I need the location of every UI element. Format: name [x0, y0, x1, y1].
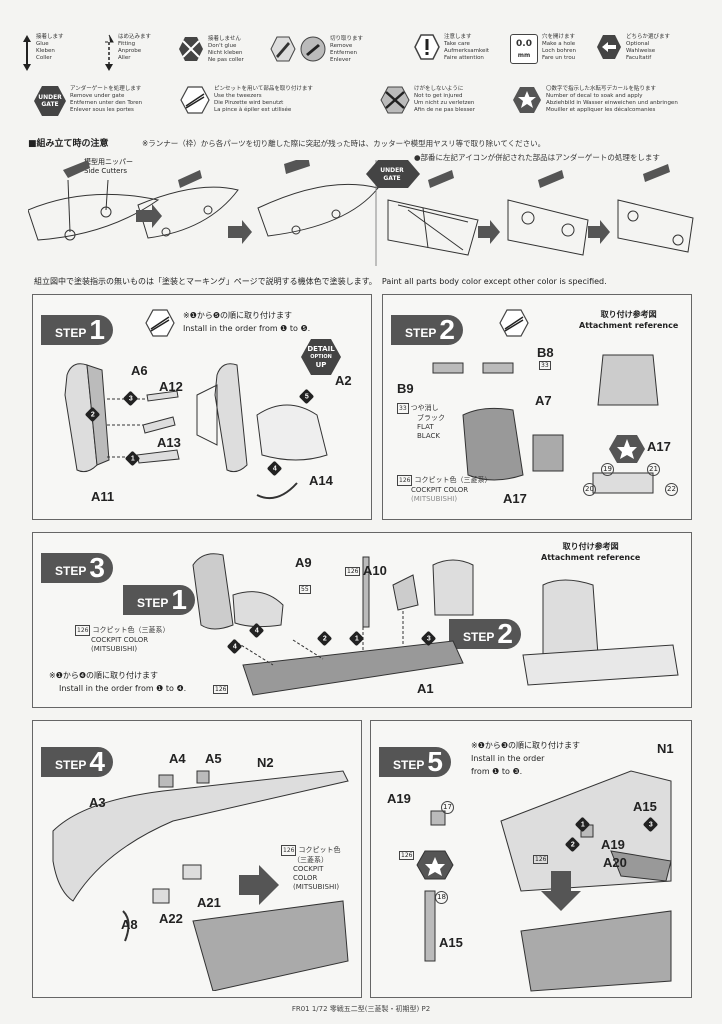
step3-part-a9: A9	[295, 555, 312, 570]
step2-part-b9: B9	[397, 381, 414, 396]
glue-arrow-icon	[23, 35, 31, 71]
paint-note: 組立図中で塗装指示の無いものは「塗装とマーキング」ページで説明する機体色で塗装し…	[34, 277, 607, 286]
step4-part-n2: N2	[257, 755, 274, 770]
runner-cut-icon	[300, 36, 326, 62]
page-footer: FR01 1/72 零戦五二型(三菱製・初期型) P2	[291, 1005, 431, 1013]
step1-part-a13: A13	[157, 435, 181, 450]
svg-text:GATE: GATE	[383, 175, 400, 182]
step5-part-a15-left: A15	[439, 935, 463, 950]
step3-part-a10: A10	[363, 563, 387, 578]
decal-19: 19	[601, 463, 614, 476]
tweezers-icon	[180, 86, 210, 114]
step1-part-a2: A2	[335, 373, 352, 388]
caution-title: ■組み立て時の注意	[28, 139, 109, 149]
step3-code-55: 55	[299, 585, 311, 594]
step5-part-a20: A20	[603, 855, 627, 870]
step5-code-126-b: 126	[533, 855, 549, 864]
step2-part-a17-right: A17	[647, 439, 671, 454]
decal-21: 21	[647, 463, 660, 476]
cutter-icon	[270, 36, 296, 62]
step4-part-a8: A8	[121, 917, 138, 932]
decal-18: 18	[435, 891, 448, 904]
step1-illustration	[64, 363, 328, 499]
step2-part-a17-bottom: A17	[503, 491, 527, 506]
step2-b8-color: 33	[539, 361, 551, 370]
step1-part-a6: A6	[131, 363, 148, 378]
step5-part-a19-right: A19	[601, 837, 625, 852]
step5-part-n1: N1	[657, 741, 674, 756]
tweezers-icon	[499, 309, 529, 337]
decal-20: 20	[583, 483, 596, 496]
step3-illustration	[192, 553, 679, 696]
optional-icon	[597, 35, 621, 59]
no-glue-icon	[179, 37, 203, 61]
step2-illustration	[432, 354, 659, 494]
step3-code-126-a: 126	[345, 567, 361, 576]
caution-text: ※ランナー（枠）から各パーツを切り離した際に突起が残った時は、カッターや模型用ヤ…	[142, 139, 546, 148]
step4-part-a5: A5	[205, 751, 222, 766]
step2-part-b8: B8	[537, 345, 554, 360]
tweezers-icon	[145, 309, 175, 337]
step4-part-a21: A21	[197, 895, 221, 910]
step5-part-a19-left: A19	[387, 791, 411, 806]
decal-17: 17	[441, 801, 454, 814]
step1-part-a14: A14	[309, 473, 333, 488]
step1-part-a11: A11	[91, 489, 115, 504]
caution-illustrations: UNDER GATE	[28, 160, 694, 266]
gate-note: ●部番に左記アイコンが併記された部品はアンダーゲートの処理をします	[414, 153, 660, 162]
fitting-arrow-icon	[105, 34, 114, 71]
step3-part-a1: A1	[417, 681, 434, 696]
no-injury-icon	[380, 86, 410, 114]
step1-part-a12: A12	[159, 379, 183, 394]
step3-code-126-b: 126	[213, 685, 229, 694]
decal-star-icon	[513, 87, 541, 113]
svg-text:UNDER: UNDER	[380, 167, 404, 174]
exclamation-icon	[414, 34, 440, 60]
decal-22: 22	[665, 483, 678, 496]
step5-illustration	[416, 770, 672, 992]
step4-part-a22: A22	[159, 911, 183, 926]
step4-part-a4: A4	[169, 751, 186, 766]
step5-code-126-a: 126	[399, 851, 415, 860]
step5-part-a15-right: A15	[633, 799, 657, 814]
step4-illustration	[52, 770, 349, 991]
step2-part-a7: A7	[535, 393, 552, 408]
step4-part-a3: A3	[89, 795, 106, 810]
